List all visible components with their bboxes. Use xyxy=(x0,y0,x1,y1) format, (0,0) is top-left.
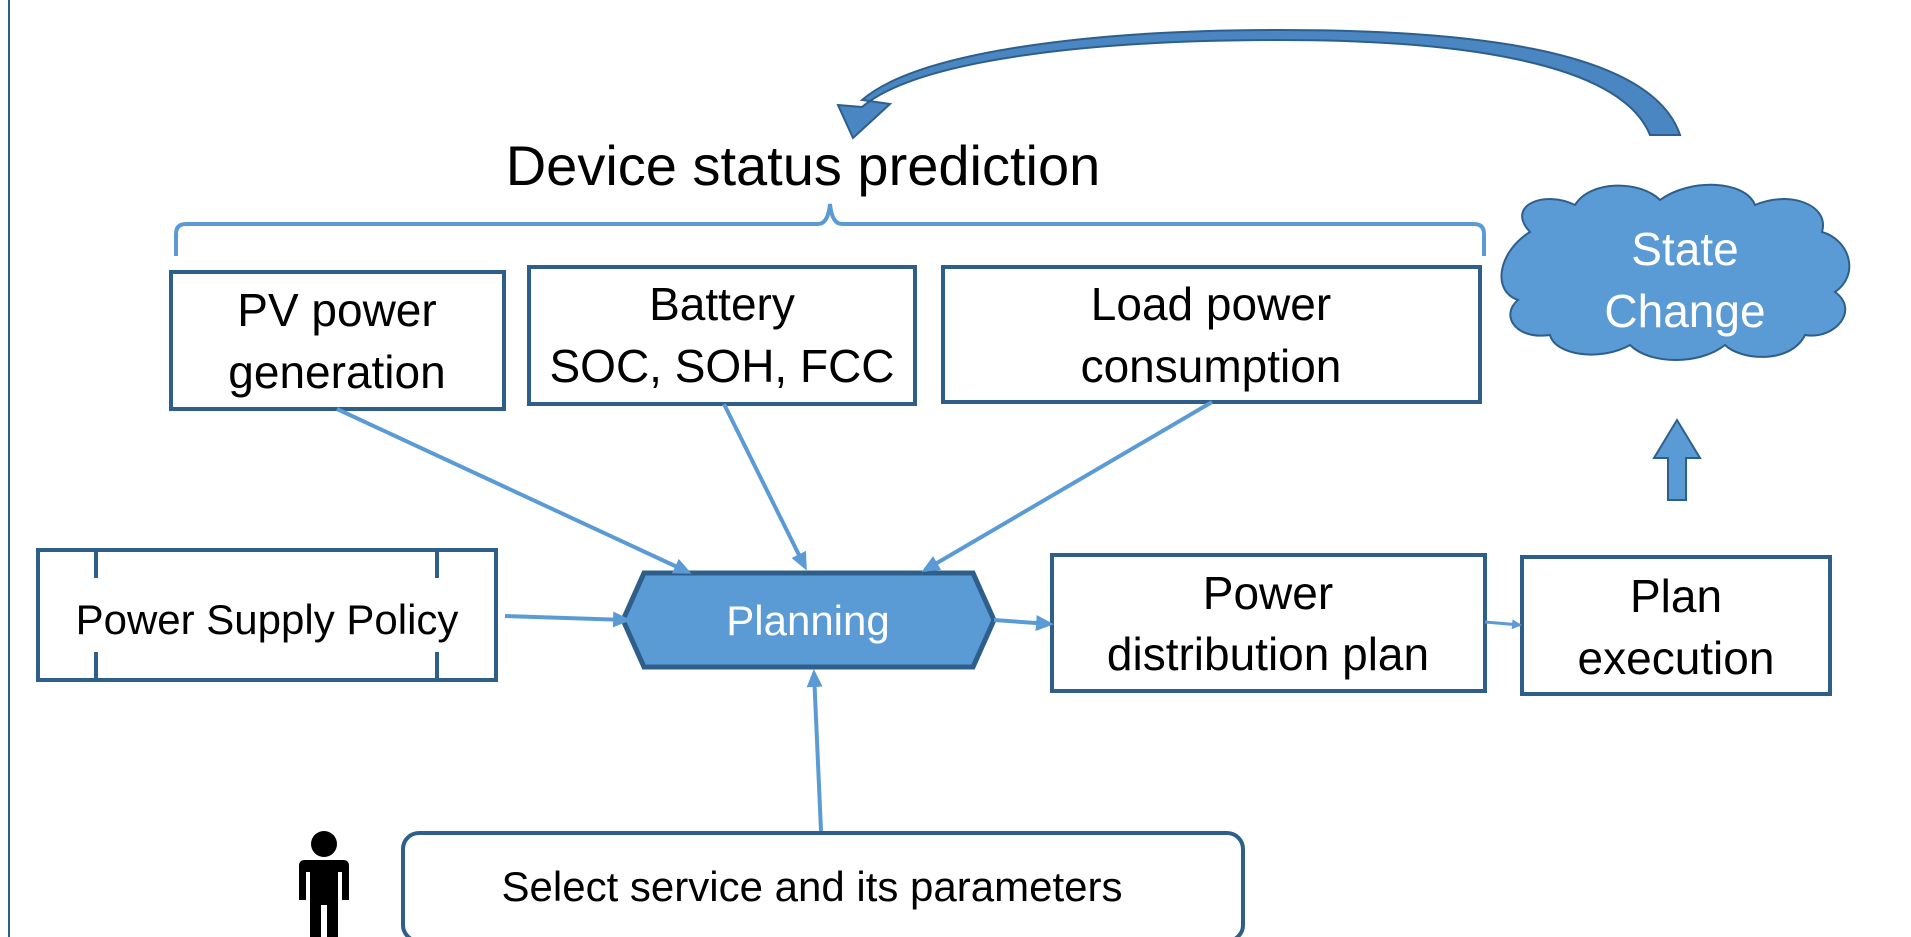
pv-label-line1: PV power xyxy=(237,284,436,336)
execution-label-line1: Plan xyxy=(1630,570,1722,622)
battery-box: Battery SOC, SOH, FCC xyxy=(527,265,917,406)
person-icon xyxy=(299,831,349,937)
select-service-label: Select service and its parameters xyxy=(502,863,1123,910)
arrow-distribution-to-execution xyxy=(1484,619,1522,630)
feedback-curved-arrow xyxy=(836,28,1682,140)
page-border xyxy=(8,0,10,937)
load-label-line2: consumption xyxy=(1081,340,1342,392)
distribution-label-line2: distribution plan xyxy=(1107,628,1429,680)
load-consumption-box: Load power consumption xyxy=(941,265,1482,404)
arrow-load-to-planning xyxy=(921,400,1214,573)
distribution-label-line1: Power xyxy=(1203,567,1333,619)
battery-label-line2: SOC, SOH, FCC xyxy=(549,340,894,392)
arrow-pv-to-planning xyxy=(336,407,692,574)
pv-label-line2: generation xyxy=(228,346,445,398)
select-service-box: Select service and its parameters xyxy=(401,831,1245,937)
planning-label: Planning xyxy=(726,597,889,644)
planning-hexagon: Planning xyxy=(620,570,997,670)
plan-execution-box: Plan execution xyxy=(1520,555,1832,696)
connector-arrows xyxy=(336,400,1522,832)
state-change-line1: State xyxy=(1631,223,1738,275)
power-supply-policy-box: Power Supply Policy xyxy=(36,548,498,682)
arrow-battery-to-planning xyxy=(722,403,807,571)
policy-label: Power Supply Policy xyxy=(76,596,459,643)
arrow-select-to-planning xyxy=(806,669,823,832)
execution-label-line2: execution xyxy=(1578,632,1775,684)
distribution-plan-box: Power distribution plan xyxy=(1050,553,1487,693)
diagram-title: Device status prediction xyxy=(506,134,1101,197)
arrow-policy-to-planning xyxy=(504,611,631,628)
state-change-line2: Change xyxy=(1604,285,1765,337)
pv-generation-box: PV power generation xyxy=(169,270,506,411)
up-block-arrow xyxy=(1652,418,1702,501)
load-label-line1: Load power xyxy=(1091,278,1331,330)
title-bracket xyxy=(174,203,1486,256)
state-change-cloud: State Change xyxy=(1500,183,1851,361)
battery-label-line1: Battery xyxy=(649,278,795,330)
arrow-planning-to-distribution xyxy=(993,615,1054,631)
